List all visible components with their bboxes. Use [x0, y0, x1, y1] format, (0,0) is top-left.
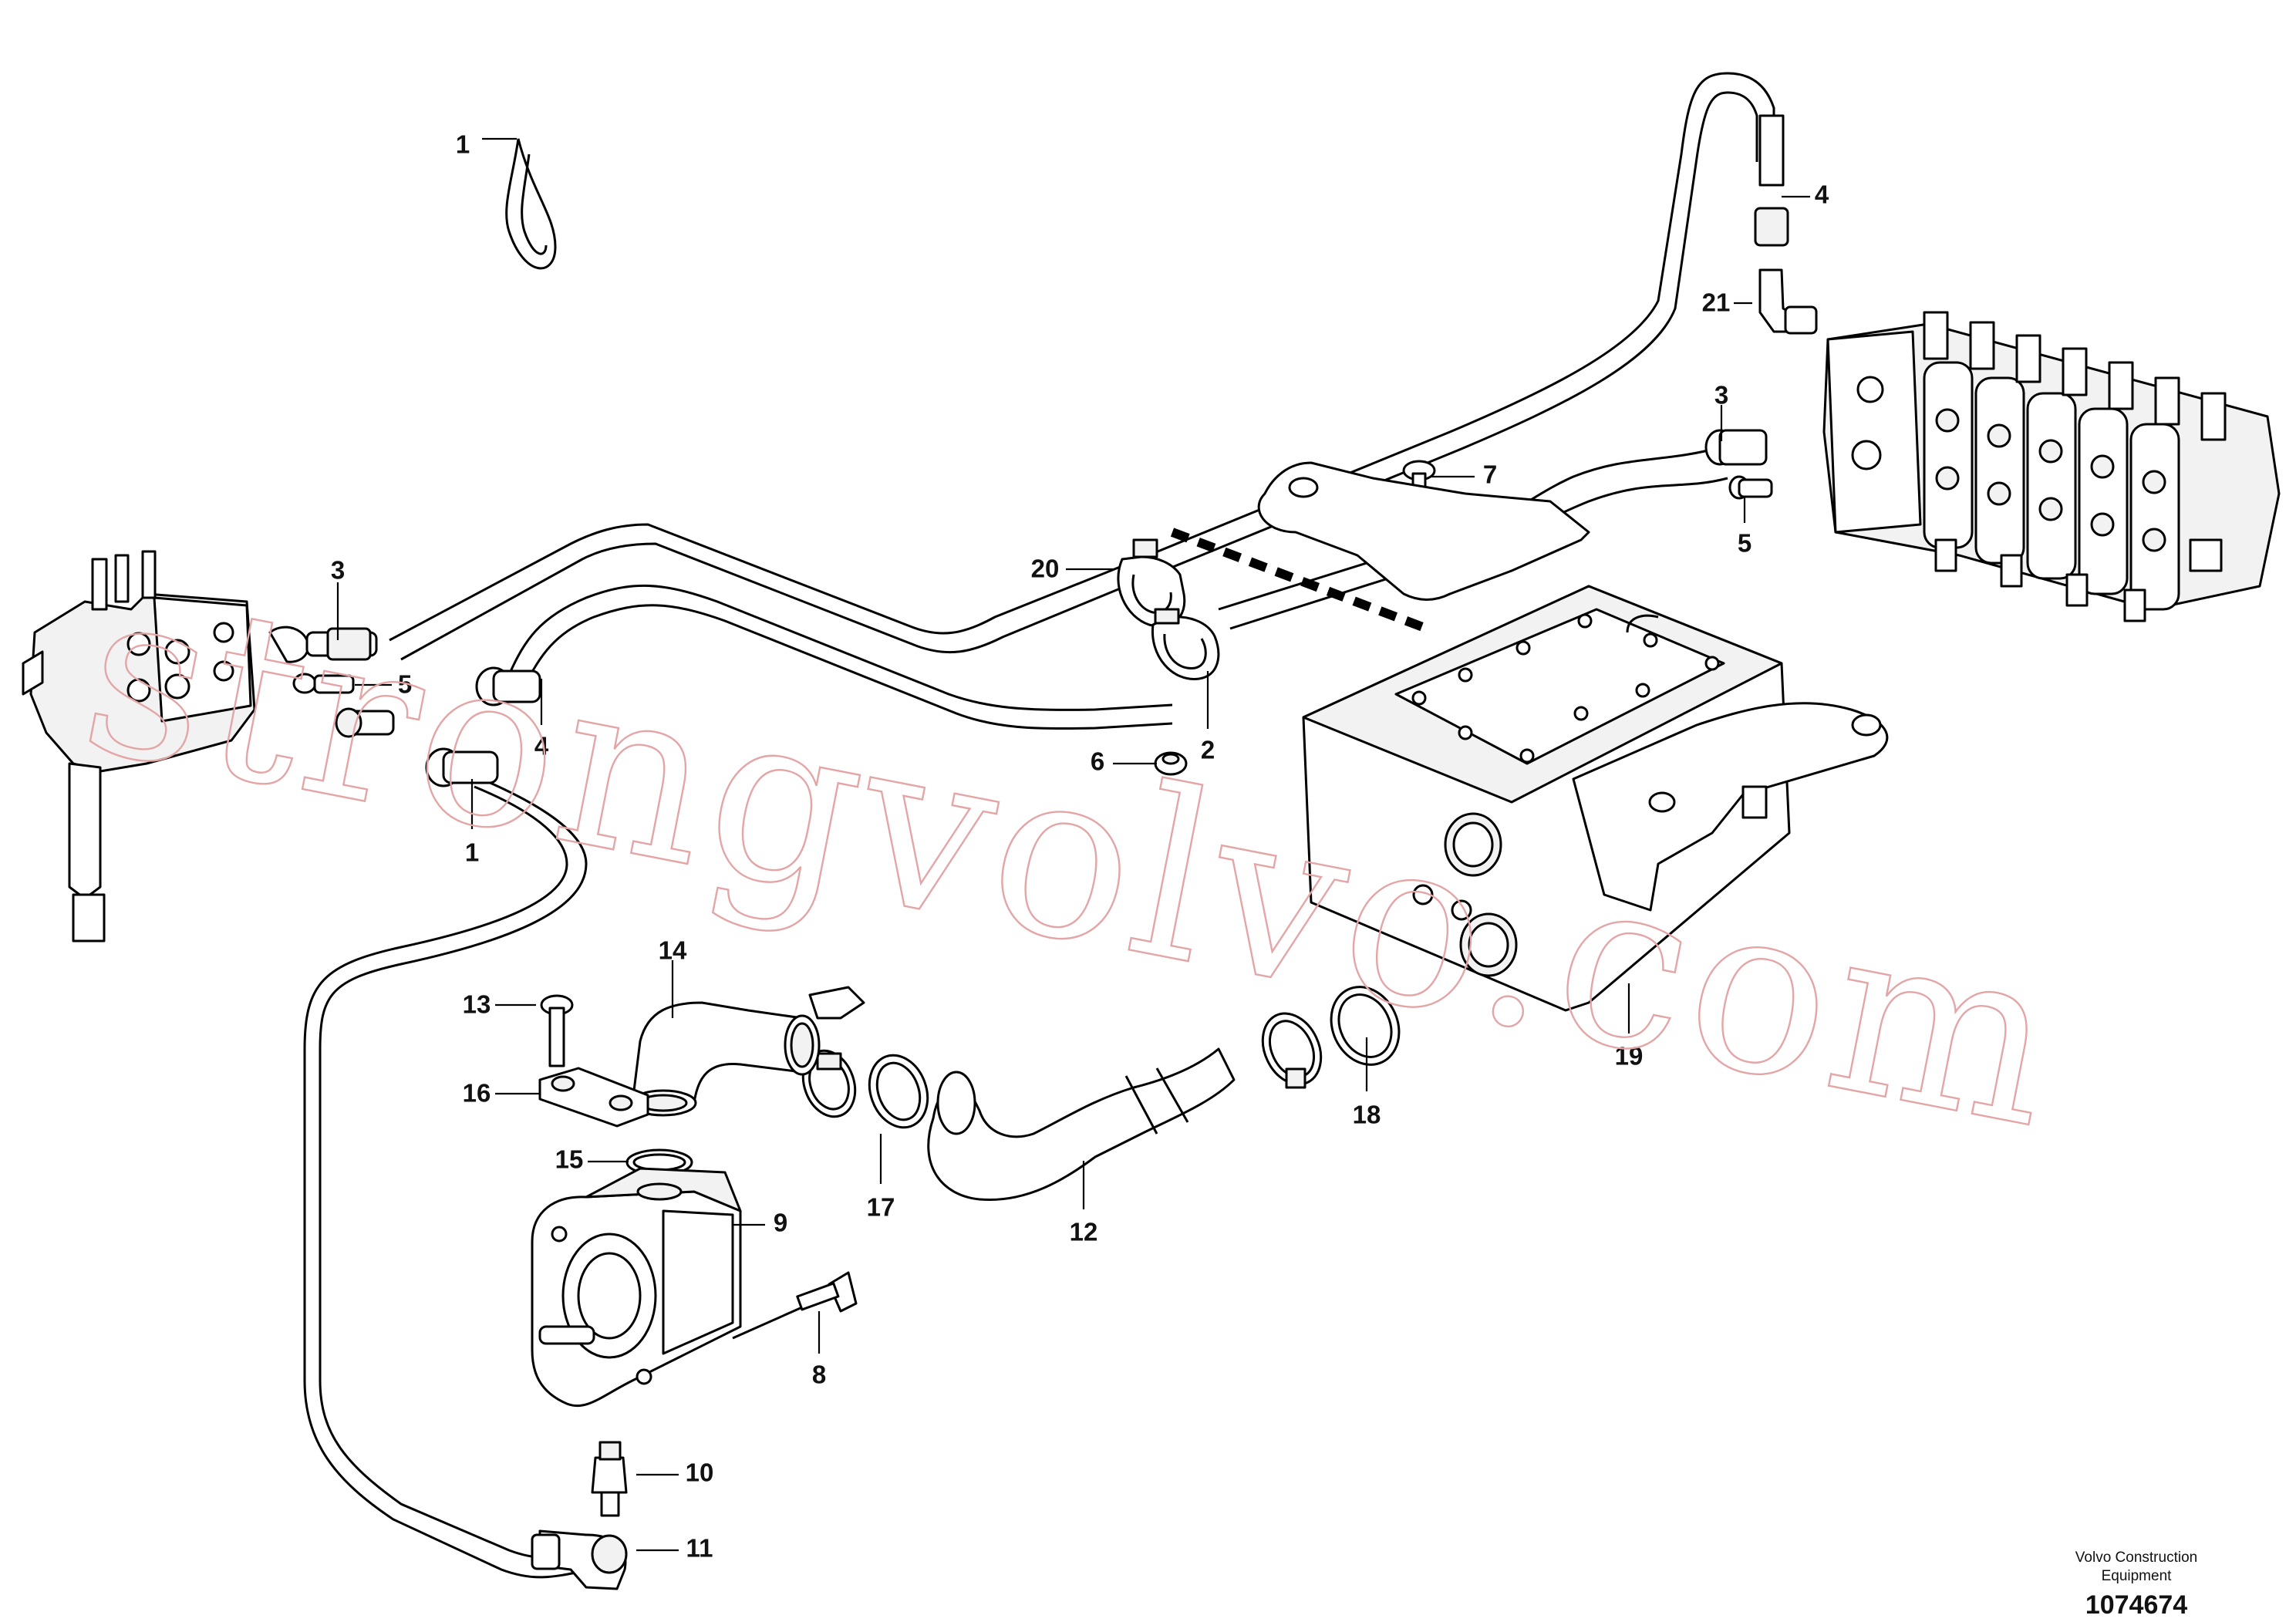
watermark: strongvolvo.com — [66, 534, 2080, 1180]
main-hose-lower — [400, 91, 1758, 661]
elbow-fitting-item-11 — [531, 1529, 628, 1590]
label-18: 18 — [1353, 1101, 1381, 1129]
bolt-item-13 — [540, 994, 574, 1067]
label-15: 15 — [555, 1145, 584, 1174]
brand-line-2: Equipment — [2102, 1568, 2173, 1584]
solenoid-tops — [1923, 311, 2227, 441]
bottom-plugs — [1934, 538, 2146, 622]
label-5-left: 5 — [398, 670, 412, 699]
label-11: 11 — [686, 1534, 713, 1563]
label-9: 9 — [774, 1209, 787, 1237]
label-6: 6 — [1091, 747, 1104, 776]
label-4-right: 4 — [1815, 180, 1829, 209]
hose-clamp-near-cooler — [1261, 1012, 1323, 1089]
left-control-valve — [22, 550, 256, 943]
label-1-bottom: 1 — [465, 838, 479, 867]
label-1-top: 1 — [456, 130, 470, 159]
label-12: 12 — [1070, 1218, 1098, 1246]
label-21: 21 — [1702, 288, 1731, 317]
clamp-item-2 — [1151, 608, 1220, 680]
label-16: 16 — [463, 1079, 491, 1108]
right-control-valve — [1822, 311, 2281, 622]
hose-item-12 — [927, 1047, 1236, 1202]
pump-item-9 — [531, 1167, 742, 1408]
valve-sections — [1923, 361, 2180, 611]
label-3-left: 3 — [331, 556, 345, 585]
label-14: 14 — [659, 936, 687, 965]
label-2: 2 — [1201, 736, 1215, 764]
label-17: 17 — [867, 1193, 895, 1222]
elbow-item-14 — [629, 986, 865, 1117]
hose-clamp-item-18 — [1330, 986, 1401, 1066]
right-valve-fittings — [1704, 114, 1818, 500]
left-valve-fittings — [268, 626, 541, 787]
brand-line-1: Volvo Construction — [2075, 1549, 2197, 1566]
label-8: 8 — [812, 1361, 826, 1389]
bolt-item-8 — [732, 1271, 858, 1340]
dashed-connector — [1170, 528, 1429, 633]
label-10: 10 — [686, 1458, 714, 1487]
label-19: 19 — [1615, 1042, 1644, 1071]
fitting-item-10 — [591, 1441, 628, 1517]
label-3-right: 3 — [1714, 381, 1728, 410]
oil-cooler-item-19 — [1257, 461, 1889, 1012]
pump-loop-hose-outer — [319, 770, 588, 1559]
label-5-right: 5 — [1738, 529, 1752, 558]
return-hose-upper — [507, 584, 1173, 711]
label-4-left: 4 — [534, 732, 549, 760]
label-13: 13 — [463, 990, 491, 1019]
cable-tie-item-1 — [505, 138, 557, 270]
label-20: 20 — [1031, 555, 1060, 583]
label-7: 7 — [1483, 460, 1497, 489]
bracket-item-16 — [538, 1067, 649, 1128]
document-number: 1074674 — [2085, 1590, 2187, 1620]
main-hose-upper — [389, 72, 1775, 642]
hose-clamp-item-17 — [868, 1054, 929, 1129]
return-hose-lower — [523, 604, 1173, 730]
pump-loop-hose-inner — [303, 785, 587, 1579]
